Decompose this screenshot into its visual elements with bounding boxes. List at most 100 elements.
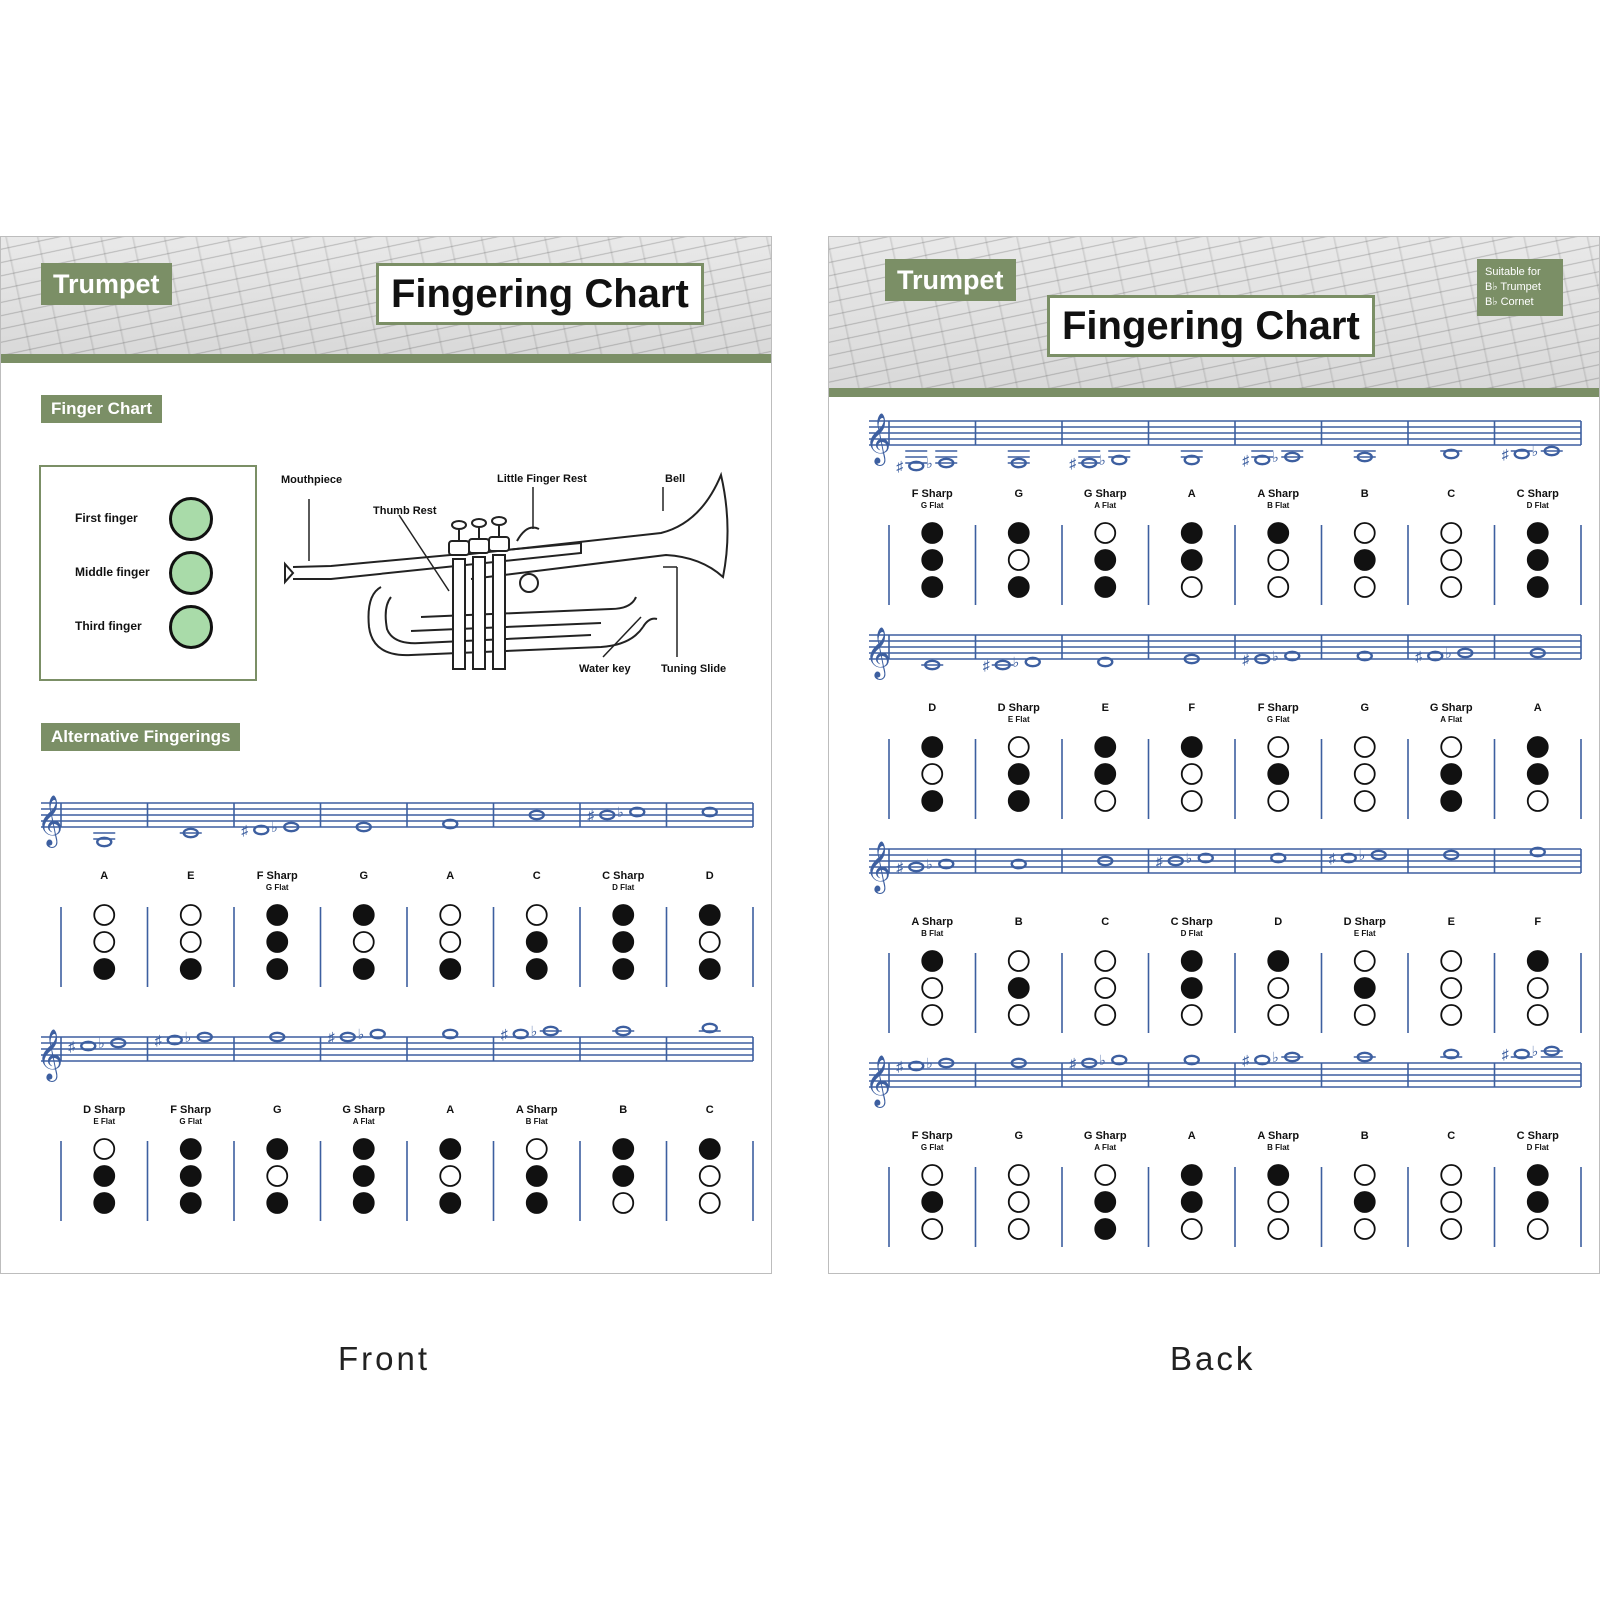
note-head xyxy=(1443,849,1460,861)
valve-open xyxy=(921,977,944,999)
note-name: A xyxy=(446,870,454,882)
valve-pressed xyxy=(1094,576,1117,598)
valve-pressed xyxy=(525,1192,548,1214)
valve-pressed xyxy=(266,1192,289,1214)
valve-pressed xyxy=(1180,977,1203,999)
valve-open xyxy=(1267,977,1290,999)
valve-open xyxy=(1180,1004,1203,1026)
valve-pressed xyxy=(1094,763,1117,785)
valve-pressed xyxy=(1267,763,1290,785)
valve-open xyxy=(1440,736,1463,758)
valve-pressed xyxy=(439,958,462,980)
valve-pressed xyxy=(1353,549,1376,571)
note-head xyxy=(1010,858,1027,870)
valve-pressed xyxy=(1094,1218,1117,1240)
valve-pressed xyxy=(1526,549,1549,571)
valve-open xyxy=(1440,950,1463,972)
valve-pressed xyxy=(1267,522,1290,544)
valve-open xyxy=(1094,1004,1117,1026)
valve-open xyxy=(1353,950,1376,972)
note-name: C xyxy=(706,1104,714,1116)
valve-pressed xyxy=(93,1192,116,1214)
note-alt-name: G Flat xyxy=(921,1143,944,1152)
note-head xyxy=(339,1031,356,1043)
note-name: A xyxy=(1188,1130,1196,1142)
flat-sign: ♭ xyxy=(185,1029,192,1045)
valve-pressed xyxy=(525,958,548,980)
valve-open xyxy=(525,1138,548,1160)
instrument-tag: Trumpet xyxy=(41,263,172,305)
valve-open xyxy=(1007,950,1030,972)
valve-open xyxy=(1526,1218,1549,1240)
note-head xyxy=(1167,855,1184,867)
back-panel: Trumpet Fingering Chart Suitable for B♭ … xyxy=(828,236,1600,1274)
note-head xyxy=(1183,653,1200,665)
valve-pressed xyxy=(1180,736,1203,758)
valve-pressed xyxy=(1526,576,1549,598)
label-little-finger-rest: Little Finger Rest xyxy=(497,473,587,485)
valve-open xyxy=(1353,576,1376,598)
legend-label-third: Third finger xyxy=(75,619,142,633)
flat-sign: ♭ xyxy=(1272,1049,1279,1065)
valve-open xyxy=(1526,790,1549,812)
valve-pressed xyxy=(1267,950,1290,972)
valve-open xyxy=(1267,1218,1290,1240)
valve-open xyxy=(439,1165,462,1187)
valve-pressed xyxy=(1526,736,1549,758)
valve-open xyxy=(921,1218,944,1240)
note-head xyxy=(1543,445,1560,457)
sharp-sign: ♯ xyxy=(68,1038,76,1054)
valve-pressed xyxy=(1007,763,1030,785)
valve-pressed xyxy=(352,1192,375,1214)
note-head xyxy=(908,460,925,472)
note-name: A xyxy=(1188,488,1196,500)
valve-open xyxy=(1440,1164,1463,1186)
note-head xyxy=(1513,1048,1530,1060)
note-head xyxy=(442,818,459,830)
valve-pressed xyxy=(352,1138,375,1160)
valve-open xyxy=(1094,790,1117,812)
note-head xyxy=(1356,451,1373,463)
valve-open xyxy=(1353,1164,1376,1186)
valve-pressed xyxy=(1007,576,1030,598)
note-alt-name: A Flat xyxy=(353,1117,375,1126)
note-name: E xyxy=(1448,916,1455,928)
note-head xyxy=(1183,1054,1200,1066)
valve-pressed xyxy=(921,522,944,544)
valve-open xyxy=(1440,576,1463,598)
note-name: B xyxy=(1015,916,1023,928)
note-head xyxy=(1197,852,1214,864)
note-head xyxy=(615,1025,632,1037)
valve-pressed xyxy=(1267,1164,1290,1186)
flat-sign: ♭ xyxy=(1186,850,1193,866)
flat-sign: ♭ xyxy=(1272,449,1279,465)
note-name: F xyxy=(1534,916,1541,928)
note-alt-name: A Flat xyxy=(1094,1143,1116,1152)
valve-pressed xyxy=(1180,522,1203,544)
note-head xyxy=(1183,454,1200,466)
valve-pressed xyxy=(439,1138,462,1160)
note-name: E xyxy=(187,870,194,882)
valve-pressed xyxy=(93,958,116,980)
valve-open xyxy=(1353,763,1376,785)
flat-sign: ♭ xyxy=(926,1055,933,1071)
valve-open xyxy=(1007,1004,1030,1026)
treble-clef: 𝄞 xyxy=(37,1030,63,1082)
note-head xyxy=(1529,647,1546,659)
valve-open xyxy=(698,1192,721,1214)
valve-pressed xyxy=(179,958,202,980)
note-alt-name: A Flat xyxy=(1440,715,1462,724)
note-name: C xyxy=(1101,916,1109,928)
note-alt-name: B Flat xyxy=(1267,501,1290,510)
flat-sign: ♭ xyxy=(1445,645,1452,661)
valve-open xyxy=(921,763,944,785)
note-name: A Sharp xyxy=(516,1104,558,1116)
flat-sign: ♭ xyxy=(617,804,624,820)
note-head xyxy=(701,1022,718,1034)
label-mouthpiece: Mouthpiece xyxy=(281,474,343,486)
valve-pressed xyxy=(266,1138,289,1160)
first-finger-circle xyxy=(169,497,213,541)
